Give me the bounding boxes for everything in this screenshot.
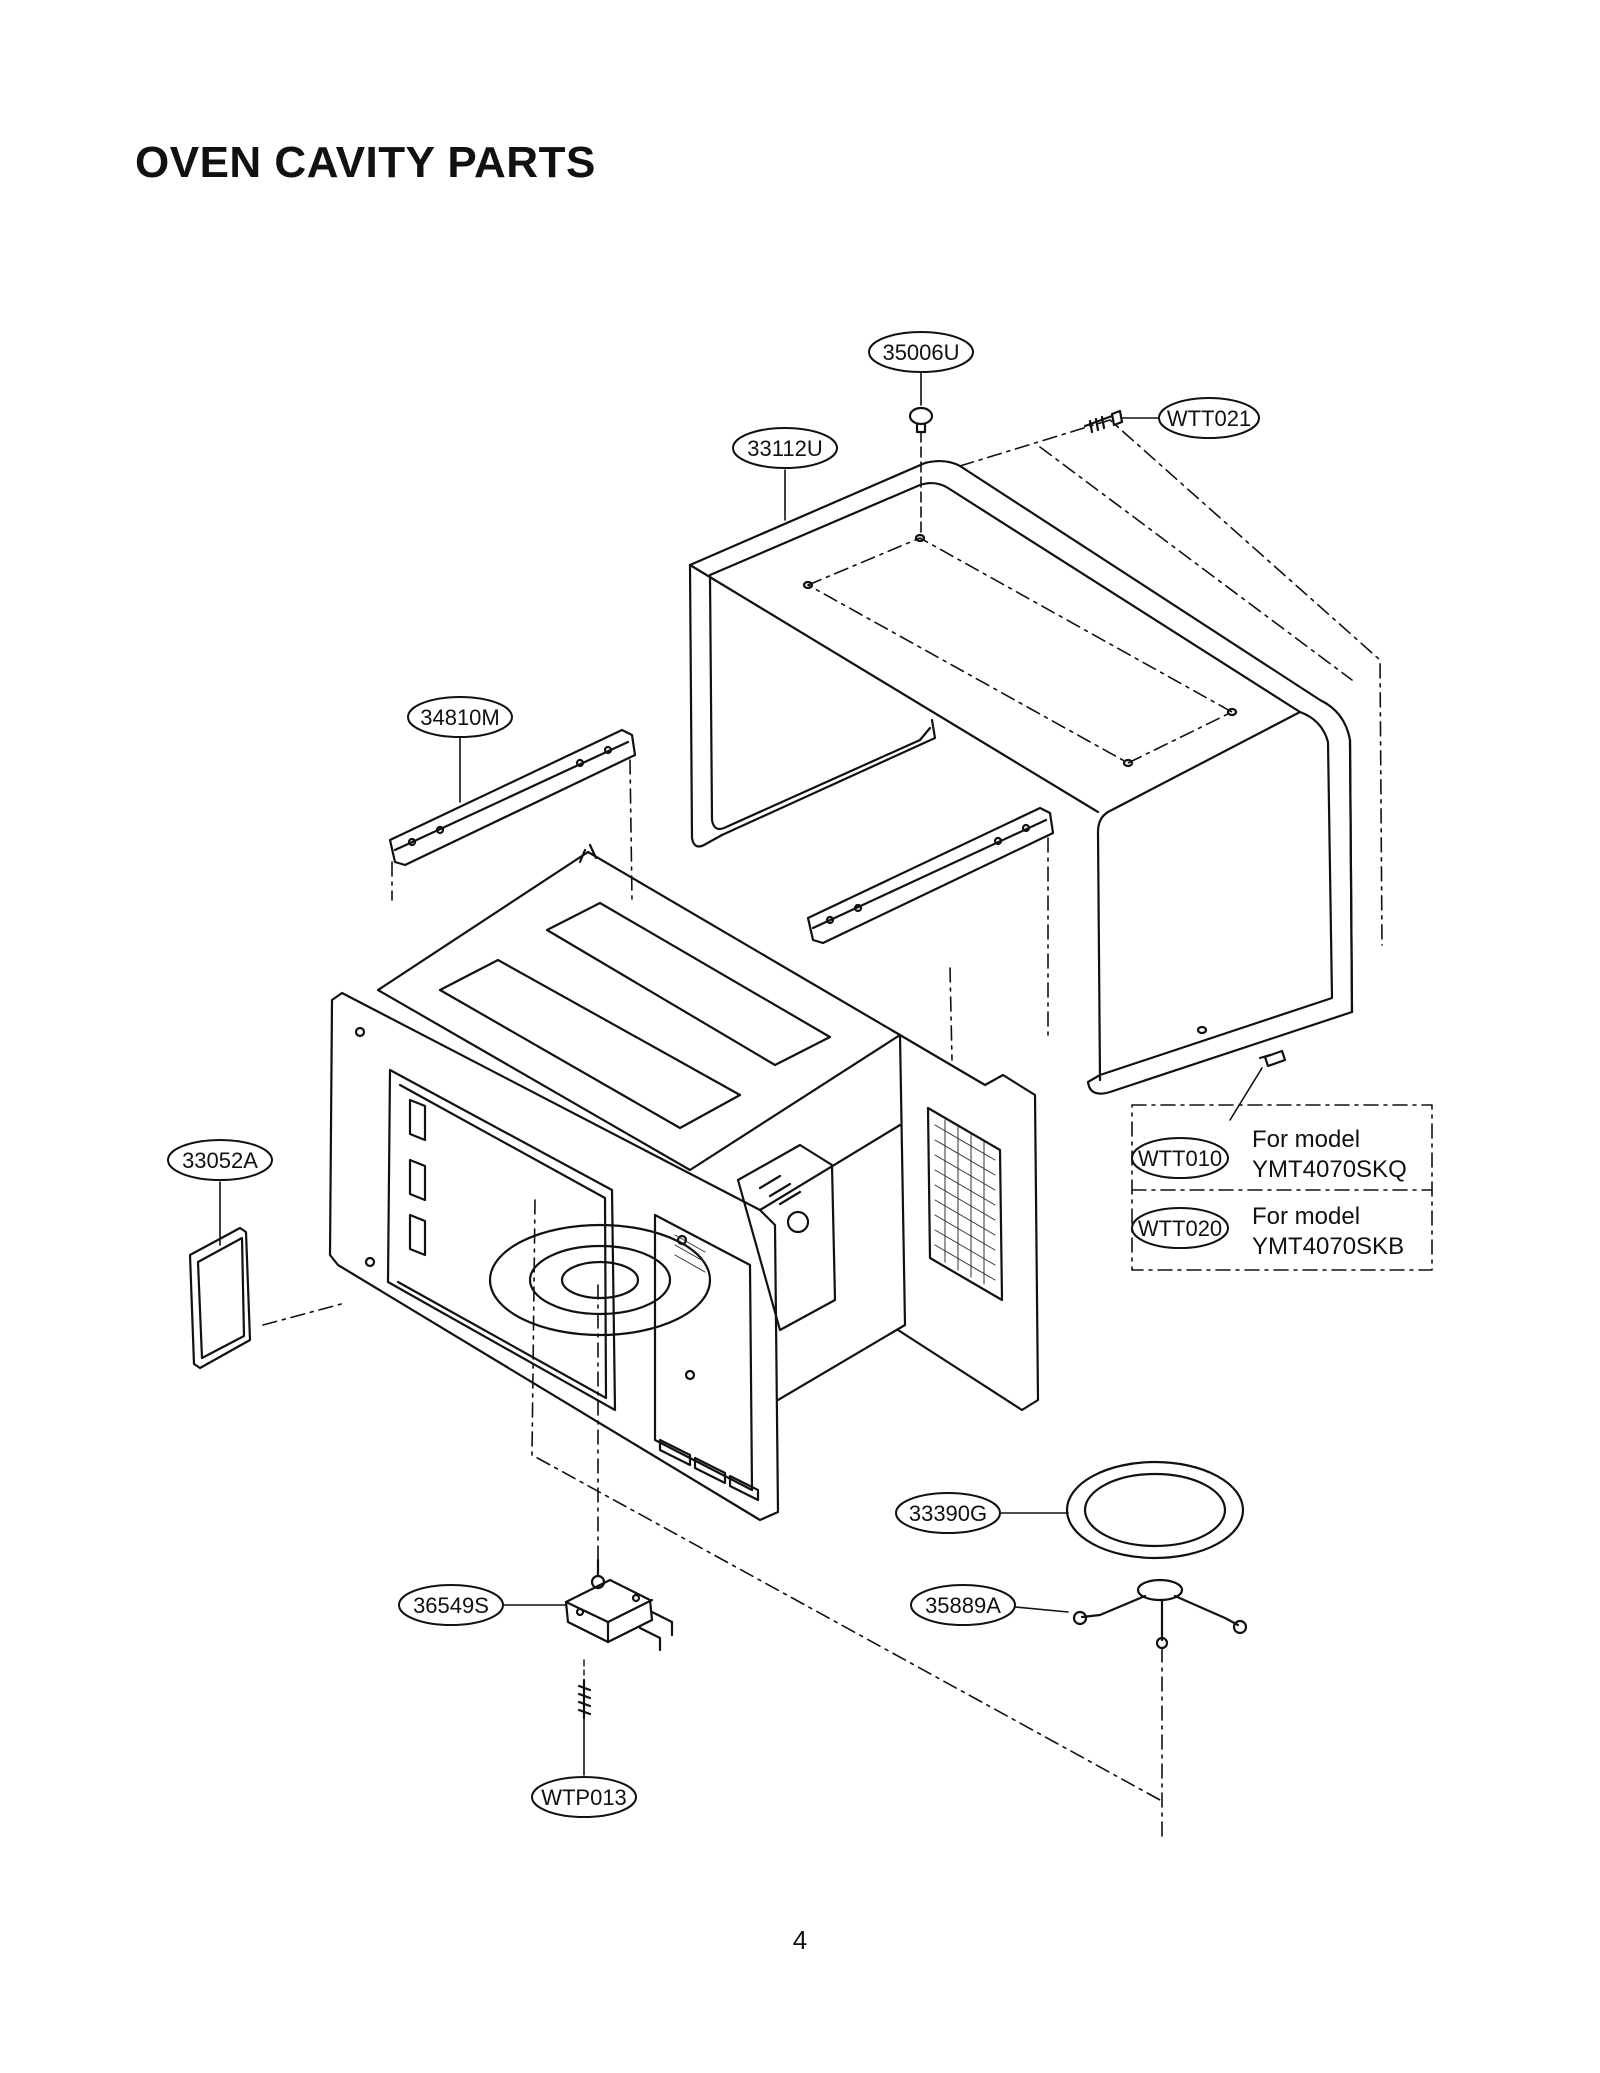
- label-33112u: 33112U: [747, 436, 822, 461]
- callout-oval-35889a: [910, 1584, 1016, 1626]
- callout-oval-34810m: [407, 696, 513, 738]
- label-33052a: 33052A: [182, 1148, 258, 1173]
- label-35006u: 35006U: [882, 340, 959, 365]
- note-for-model-2: For model: [1252, 1203, 1360, 1230]
- screw-wtp013-drawing: [577, 1659, 592, 1720]
- rail-34810m-drawing: [388, 728, 637, 901]
- callout-oval-wtp013: [531, 1776, 637, 1818]
- callout-oval-33112u: [732, 427, 838, 469]
- callout-oval-wtt010: [1131, 1137, 1229, 1179]
- label-34810m: 34810M: [420, 705, 500, 730]
- callout-oval-33052a: [167, 1139, 273, 1181]
- screw-wtt010-drawing: [1229, 1049, 1287, 1121]
- screw-wtt021-drawing: [1083, 409, 1124, 434]
- note-model-skb: YMT4070SKB: [1252, 1233, 1404, 1260]
- model-note-box: [1131, 1104, 1433, 1271]
- outer-cabinet-drawing: [688, 419, 1383, 1095]
- motor-36549s-drawing: [564, 1558, 674, 1652]
- page-number: 4: [792, 1925, 808, 1955]
- callout-oval-wtt020: [1131, 1207, 1229, 1249]
- label-wtt021: WTT021: [1167, 406, 1251, 431]
- callout-oval-wtt021: [1158, 397, 1260, 439]
- rail-right-drawing: [806, 806, 1055, 1061]
- label-wtt020: WTT020: [1138, 1216, 1222, 1241]
- label-wtt010: WTT010: [1138, 1146, 1222, 1171]
- callout-oval-35006u: [868, 331, 974, 373]
- cap-35006u-drawing: [908, 406, 934, 536]
- coupler-35889a-drawing: [1072, 1578, 1248, 1841]
- oven-cavity-drawing: [262, 843, 1161, 1801]
- leader-lines: [219, 372, 1162, 1776]
- callout-oval-36549s: [398, 1584, 504, 1626]
- label-35889a: 35889A: [925, 1593, 1001, 1618]
- note-for-model-1: For model: [1252, 1126, 1360, 1153]
- label-36549s: 36549S: [413, 1593, 489, 1618]
- page-title: OVEN CAVITY PARTS: [135, 138, 596, 187]
- note-model-skq: YMT4070SKQ: [1252, 1156, 1407, 1183]
- callout-oval-33390g: [895, 1492, 1001, 1534]
- label-33390g: 33390G: [909, 1501, 987, 1526]
- roller-ring-33390g-drawing: [1065, 1460, 1245, 1560]
- plate-33052a-drawing: [188, 1226, 252, 1370]
- label-wtp013: WTP013: [541, 1785, 627, 1810]
